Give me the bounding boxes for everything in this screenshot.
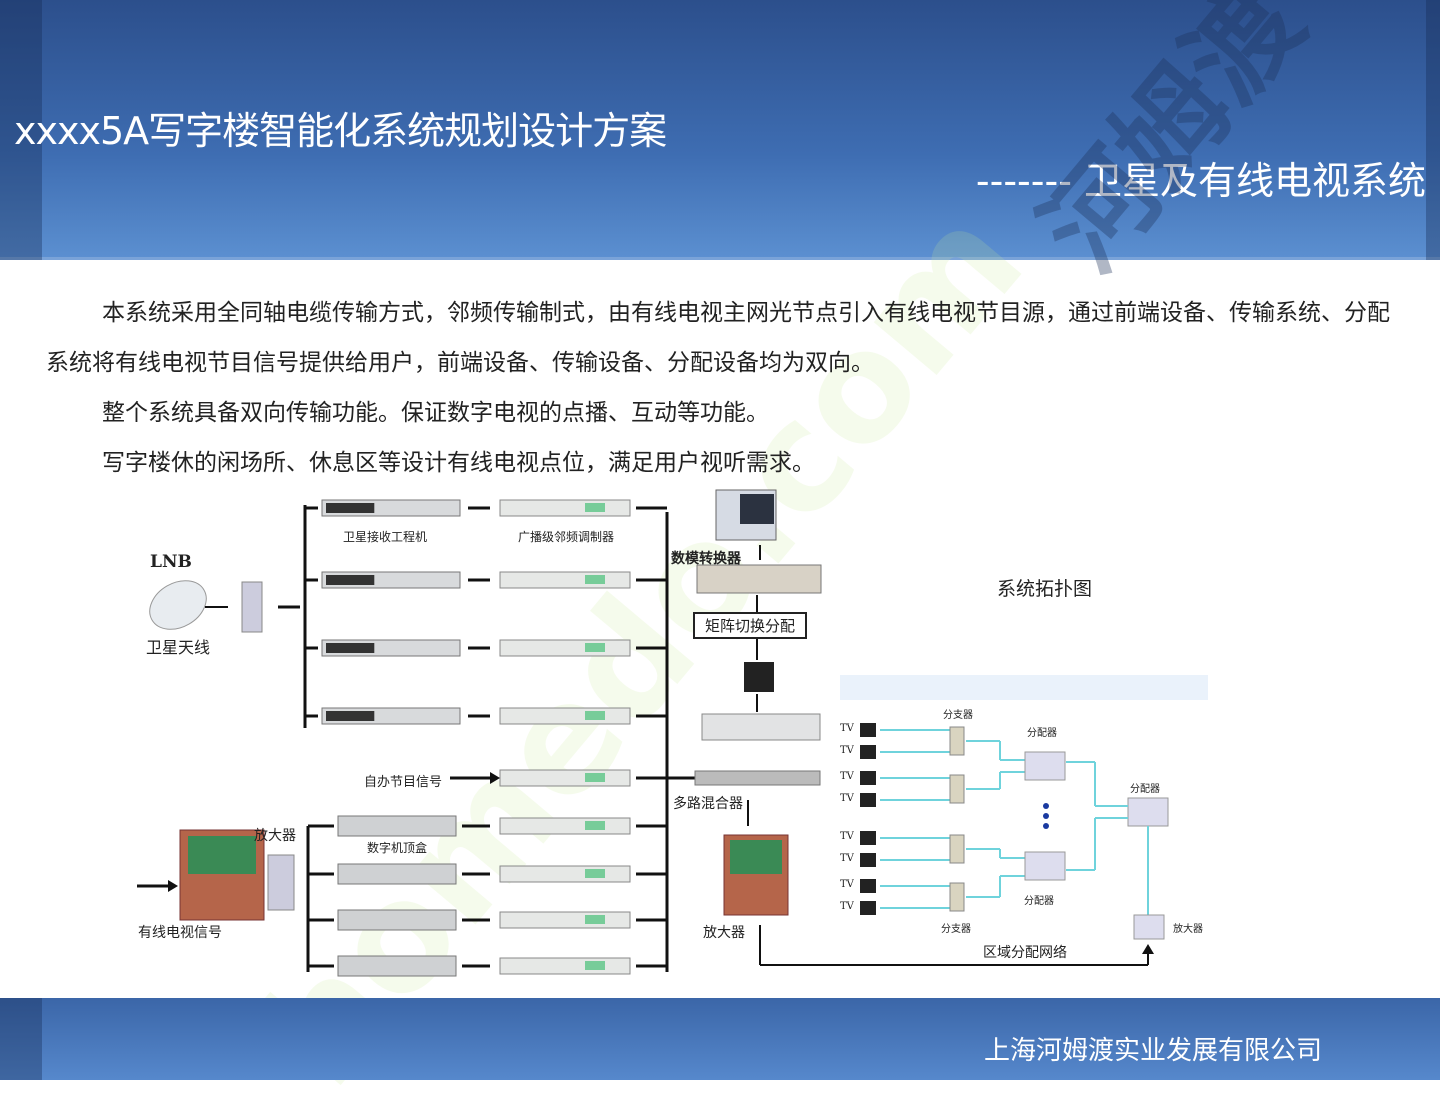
modulator: [499, 769, 631, 787]
tv-label: TV: [840, 745, 854, 756]
label-region: 区域分配网络: [983, 945, 1067, 961]
label-modulator: 广播级邻频调制器: [518, 530, 615, 544]
tv-label: TV: [840, 723, 854, 734]
label-stb: 数字机顶盒: [367, 841, 428, 855]
label-amplifier-left: 放大器: [254, 828, 296, 844]
satellite-dish-icon: [149, 580, 207, 630]
tv-icon: [860, 879, 876, 893]
modulator: [499, 707, 631, 725]
paragraph: 整个系统具备双向传输功能。保证数字电视的点播、互动等功能。: [102, 400, 769, 426]
circuit-board: [188, 836, 256, 874]
tv-label: TV: [840, 879, 854, 890]
modulator-display: [585, 711, 605, 720]
satellite-receiver-panel: [326, 503, 375, 513]
label-splitter-bottom: 分配器: [1024, 896, 1054, 907]
modulator: [499, 499, 631, 517]
modulator: [499, 571, 631, 589]
label-mixer: 多路混合器: [673, 796, 743, 812]
satellite-receiver-panel: [326, 575, 375, 585]
topology-band: [840, 675, 1208, 700]
modulator-display: [585, 643, 605, 652]
tap-icon: [949, 882, 965, 912]
tv-label: TV: [840, 853, 854, 864]
tv-label: TV: [840, 831, 854, 842]
tv-icon: [860, 853, 876, 867]
splitter-icon: [241, 581, 263, 633]
company-name: 上海河姆渡实业发展有限公司: [983, 1036, 1322, 1066]
label-antenna: 卫星天线: [146, 638, 211, 657]
ellipsis-dot: [1043, 803, 1049, 809]
amplifier-icon: [1133, 914, 1165, 940]
modulator-display: [585, 821, 605, 830]
label-splitter-top: 分配器: [1027, 728, 1057, 739]
label-dac: 数模转换器: [671, 551, 741, 567]
label-amplifier-right: 放大器: [1173, 924, 1203, 935]
camera-icon: [744, 662, 774, 692]
arrow-icon: [490, 772, 500, 784]
modulator: [499, 639, 631, 657]
paragraph: 写字楼休的闲场所、休息区等设计有线电视点位，满足用户视听需求。: [102, 450, 815, 476]
modulator-display: [585, 961, 605, 970]
tv-icon: [860, 793, 876, 807]
splitter-icon: [1024, 851, 1066, 881]
arrow-icon: [1142, 944, 1154, 954]
tv-label: TV: [840, 793, 854, 804]
tv-label: TV: [840, 901, 854, 912]
ellipsis-dot: [1043, 823, 1049, 829]
tv-icon: [860, 901, 876, 915]
ellipsis-dot: [1043, 813, 1049, 819]
dac-device: [696, 564, 822, 594]
label-self-signal: 自办节目信号: [364, 775, 443, 790]
modulator: [499, 911, 631, 929]
label-matrix: 矩阵切换分配: [693, 612, 808, 639]
tap-icon: [949, 834, 965, 864]
label-receiver: 卫星接收工程机: [343, 530, 428, 544]
system-diagram: [137, 489, 1208, 977]
footer-banner: 上海河姆渡实业发展有限公司: [0, 998, 1440, 1080]
tap-icon: [949, 726, 965, 756]
tv-icon: [860, 745, 876, 759]
satellite-receiver-panel: [326, 643, 375, 653]
mixer-device: [694, 770, 821, 786]
tv-icon: [860, 723, 876, 737]
label-amplifier-mid: 放大器: [703, 925, 745, 941]
modulator-display: [585, 869, 605, 878]
label-tap-top: 分支器: [943, 710, 973, 721]
page-subtitle: ------- 卫星及有线电视系统: [975, 159, 1426, 203]
arrow-icon: [168, 880, 178, 892]
set-top-box: [337, 863, 457, 885]
modulator: [499, 957, 631, 975]
modulator-display: [585, 773, 605, 782]
satellite-receiver-panel: [326, 711, 375, 721]
modulator: [499, 865, 631, 883]
label-lnb: LNB: [150, 552, 192, 572]
modulator: [499, 817, 631, 835]
modulator-display: [585, 575, 605, 584]
splitter-icon: [267, 854, 295, 911]
dvd-player: [701, 713, 821, 741]
header-banner: xxxx5A写字楼智能化系统规划设计方案 ------- 卫星及有线电视系统: [0, 0, 1440, 260]
tv-icon: [860, 831, 876, 845]
splitter-icon: [1127, 797, 1169, 827]
tap-icon: [949, 774, 965, 804]
paragraph: 本系统采用全同轴电缆传输方式，邻频传输制式，由有线电视主网光节点引入有线电视节目…: [46, 300, 1390, 376]
page-title: xxxx5A写字楼智能化系统规划设计方案: [14, 109, 667, 153]
monitor-screen: [740, 494, 774, 524]
set-top-box: [337, 909, 457, 931]
modulator-display: [585, 503, 605, 512]
body-text: 本系统采用全同轴电缆传输方式，邻频传输制式，由有线电视主网光节点引入有线电视节目…: [46, 288, 1396, 488]
label-topology: 系统拓扑图: [997, 578, 1093, 600]
label-cable-signal: 有线电视信号: [138, 925, 222, 941]
modulator-display: [585, 915, 605, 924]
set-top-box: [337, 955, 457, 977]
circuit-board: [730, 840, 782, 874]
label-tap-bottom: 分支器: [941, 924, 971, 935]
set-top-box: [337, 815, 457, 837]
tv-icon: [860, 771, 876, 785]
tv-label: TV: [840, 771, 854, 782]
splitter-icon: [1024, 751, 1066, 781]
label-splitter-right: 分配器: [1130, 784, 1160, 795]
